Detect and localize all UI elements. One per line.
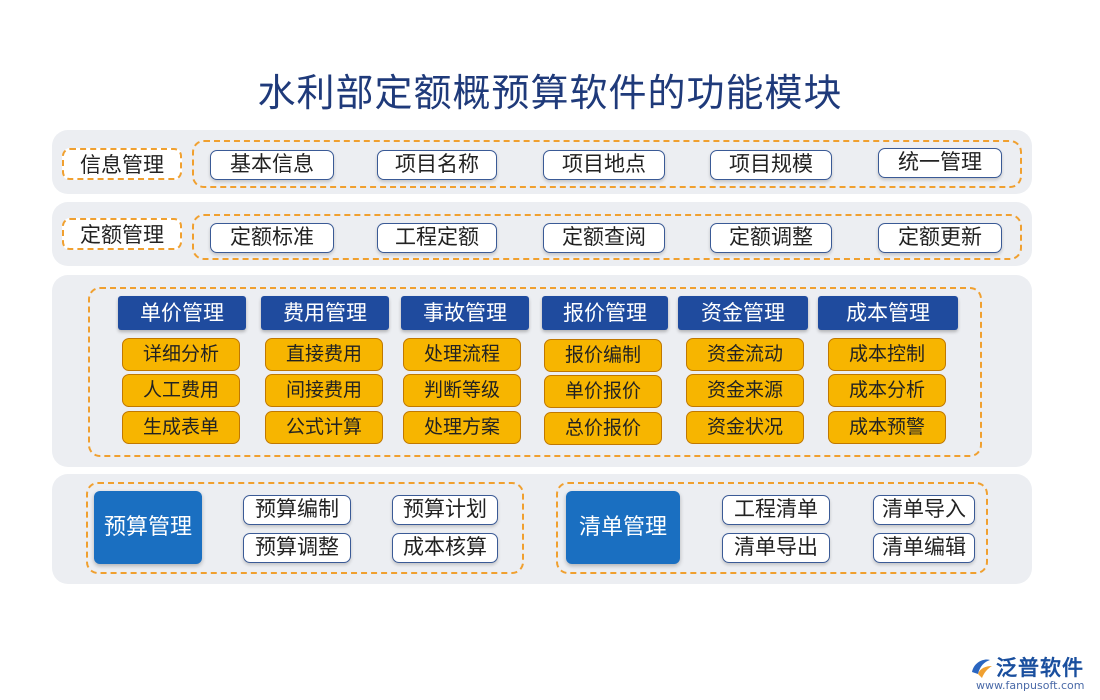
list-item: 工程清单	[722, 495, 830, 525]
column-item: 资金流动	[686, 338, 804, 371]
row1-item: 项目名称	[377, 150, 497, 180]
budget-item: 成本核算	[392, 533, 498, 563]
list-item: 清单导入	[873, 495, 975, 525]
brand-url: www.fanpusoft.com	[976, 679, 1085, 692]
row1-label: 信息管理	[62, 148, 182, 180]
budget-management-block: 预算管理	[94, 491, 202, 564]
column-item: 报价编制	[544, 339, 662, 372]
column-item: 成本分析	[828, 374, 946, 407]
fanpu-logo-icon	[972, 659, 992, 678]
budget-item: 预算编制	[243, 495, 351, 525]
row1-item: 统一管理	[878, 148, 1002, 178]
budget-item: 预算调整	[243, 533, 351, 563]
column-header: 报价管理	[542, 296, 668, 330]
row3-frame	[88, 287, 982, 457]
column-item: 成本控制	[828, 338, 946, 371]
budget-item: 预算计划	[392, 495, 498, 525]
column-item: 单价报价	[544, 375, 662, 408]
column-item: 总价报价	[544, 412, 662, 445]
column-item: 判断等级	[403, 374, 521, 407]
row-budget-and-list	[52, 474, 1032, 584]
row1-items-frame	[192, 140, 1022, 188]
column-item: 人工费用	[122, 374, 240, 407]
row1-item: 项目地点	[543, 150, 665, 180]
list-item: 清单导出	[722, 533, 830, 563]
column-header: 资金管理	[678, 296, 808, 330]
column-item: 成本预警	[828, 411, 946, 444]
column-header: 事故管理	[401, 296, 529, 330]
budget-frame	[86, 482, 524, 574]
column-item: 资金状况	[686, 411, 804, 444]
row2-items-frame	[192, 214, 1022, 260]
row1-item: 项目规模	[710, 150, 832, 180]
list-frame	[556, 482, 988, 574]
column-item: 资金来源	[686, 374, 804, 407]
row1-item: 基本信息	[210, 150, 334, 180]
column-item: 间接费用	[265, 374, 383, 407]
row2-item: 工程定额	[377, 223, 497, 253]
column-item: 公式计算	[265, 411, 383, 444]
brand-name: 泛普软件	[996, 656, 1084, 680]
column-item: 生成表单	[122, 411, 240, 444]
column-header: 单价管理	[118, 296, 246, 330]
list-management-block: 清单管理	[566, 491, 680, 564]
row2-item: 定额更新	[878, 223, 1002, 253]
row2-label: 定额管理	[62, 218, 182, 250]
list-item: 清单编辑	[873, 533, 975, 563]
diagram-title: 水利部定额概预算软件的功能模块	[257, 71, 843, 115]
column-header: 费用管理	[261, 296, 389, 330]
column-item: 直接费用	[265, 338, 383, 371]
brand-logo: 泛普软件 www.fanpusoft.com	[968, 652, 1093, 696]
row2-item: 定额调整	[710, 223, 832, 253]
column-item: 处理方案	[403, 411, 521, 444]
row2-item: 定额查阅	[543, 223, 665, 253]
column-item: 处理流程	[403, 338, 521, 371]
column-header: 成本管理	[818, 296, 958, 330]
column-item: 详细分析	[122, 338, 240, 371]
row2-item: 定额标准	[210, 223, 334, 253]
